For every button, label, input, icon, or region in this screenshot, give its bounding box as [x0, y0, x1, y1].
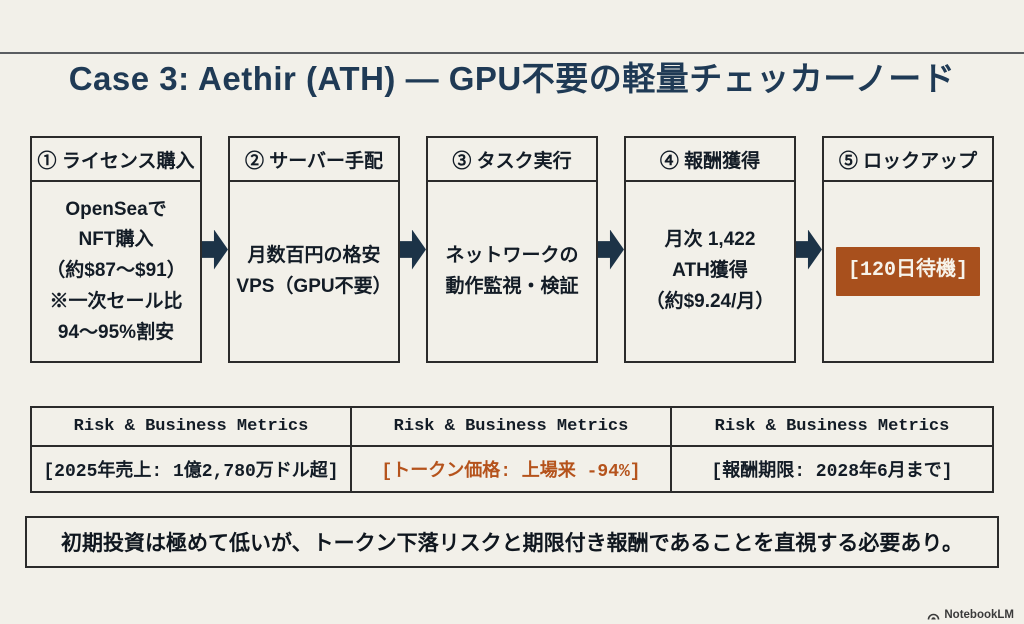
step-body: 月数百円の格安 VPS（GPU不要） [236, 244, 392, 297]
metrics-header-cell: Risk & Business Metrics [352, 408, 672, 447]
lockup-wait-badge: [120日待機] [835, 247, 980, 296]
arrow-right-icon [598, 229, 624, 270]
arrow-right-icon [202, 229, 228, 270]
notebooklm-label: NotebookLM [944, 609, 1014, 621]
flow-connector [202, 229, 228, 270]
notebooklm-watermark: NotebookLM [927, 609, 1014, 621]
flow-connector [796, 229, 822, 270]
step-body: [120日待機] [824, 182, 992, 361]
metrics-value-token-price: [トークン価格: 上場来 -94%] [352, 447, 672, 491]
step-header: ④ 報酬獲得 [626, 138, 794, 182]
step-header: ③ タスク実行 [428, 138, 596, 182]
step-header: ① ライセンス購入 [32, 138, 200, 182]
flow-step-task-execution: ③ タスク実行 ネットワークの 動作監視・検証 [426, 136, 598, 363]
step-header: ② サーバー手配 [230, 138, 398, 182]
metrics-table: Risk & Business Metrics Risk & Business … [30, 406, 994, 493]
metrics-value-reward-deadline: [報酬期限: 2028年6月まで] [711, 462, 953, 482]
step-body: 月次 1,422 ATH獲得 （約$9.24/月） [645, 229, 775, 312]
page-title: Case 3: Aethir (ATH) — GPU不要の軽量チェッカーノード [68, 60, 956, 97]
slide-canvas: { "colors": { "background": "#f2f0e9", "… [0, 52, 1024, 624]
notebooklm-icon [927, 610, 940, 621]
flow-connector [598, 229, 624, 270]
metrics-header-cell: Risk & Business Metrics [672, 408, 992, 447]
flow-step-reward: ④ 報酬獲得 月次 1,422 ATH獲得 （約$9.24/月） [624, 136, 796, 363]
flow-connector [400, 229, 426, 270]
flow-step-license-purchase: ① ライセンス購入 OpenSeaで NFT購入 （約$87～$91） ※一次セ… [30, 136, 202, 363]
metrics-value-revenue: [2025年売上: 1億2,780万ドル超] [32, 447, 352, 491]
process-flow: ① ライセンス購入 OpenSeaで NFT購入 （約$87～$91） ※一次セ… [30, 136, 994, 363]
step-body: ネットワークの 動作監視・検証 [445, 244, 579, 297]
arrow-right-icon [400, 229, 426, 270]
arrow-right-icon [796, 229, 822, 270]
metrics-header-cell: Risk & Business Metrics [32, 408, 352, 447]
flow-step-server-setup: ② サーバー手配 月数百円の格安 VPS（GPU不要） [228, 136, 400, 363]
flow-step-lockup: ⑤ ロックアップ [120日待機] [822, 136, 994, 363]
step-body: OpenSeaで NFT購入 （約$87～$91） ※一次セール比 94～95%… [46, 198, 186, 343]
step-header: ⑤ ロックアップ [824, 138, 992, 182]
summary-banner: 初期投資は極めて低いが、トークン下落リスクと期限付き報酬であることを直視する必要… [25, 516, 999, 568]
